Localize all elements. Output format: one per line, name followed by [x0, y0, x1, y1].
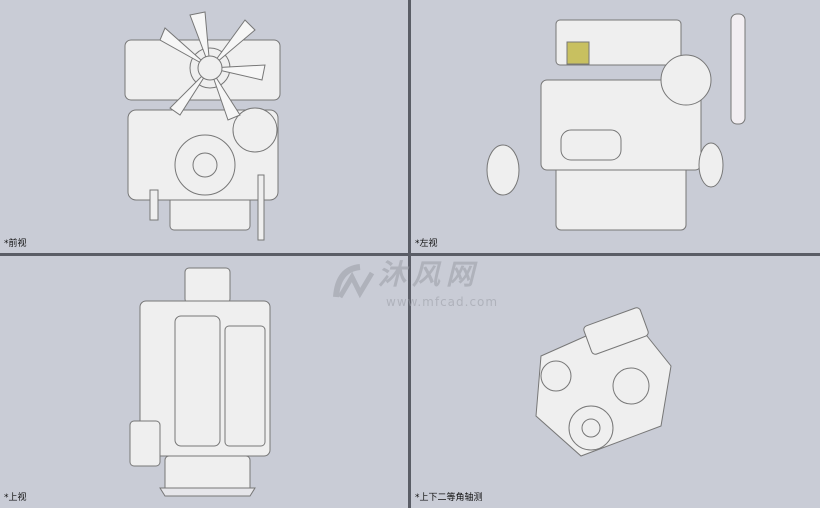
watermark-url: www.mfcad.com	[386, 295, 499, 309]
engine-front-view	[124, 11, 281, 241]
engine-top-view	[129, 267, 271, 497]
viewport-front[interactable]: *前视	[0, 0, 408, 253]
viewport-label: *前视	[4, 239, 27, 249]
viewport-label: *上视	[4, 493, 27, 503]
engine-left-view	[486, 13, 746, 231]
engine-isometric-view	[535, 307, 672, 457]
viewport-top[interactable]: *上视	[0, 256, 408, 508]
viewport-label: *左视	[415, 239, 438, 249]
viewport-left[interactable]: *左视	[411, 0, 820, 253]
viewport-isometric[interactable]: *上下二等角轴测	[411, 256, 820, 508]
watermark: 沐风网 www.mfcad.com	[330, 259, 500, 313]
watermark-text: 沐风网	[378, 258, 481, 291]
viewport-splitter-horizontal[interactable]	[0, 253, 820, 256]
watermark-logo-icon	[333, 264, 375, 299]
viewport-label: *上下二等角轴测	[415, 493, 483, 503]
